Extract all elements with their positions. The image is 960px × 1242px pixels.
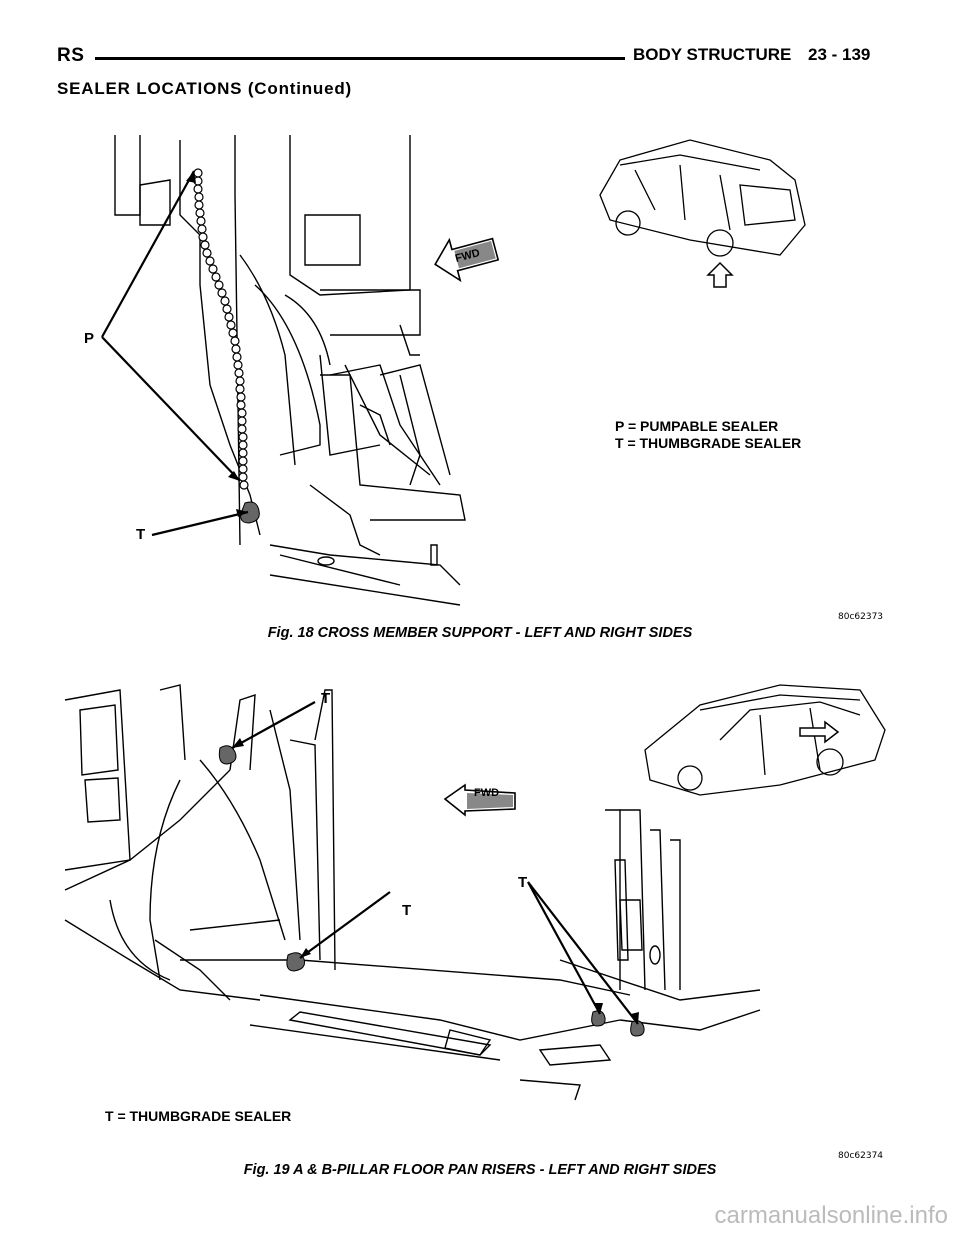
section-title: SEALER LOCATIONS (Continued) (57, 79, 353, 98)
figure-18-caption: Fig. 18 CROSS MEMBER SUPPORT - LEFT AND … (267, 625, 693, 641)
callout-t-b-pillar: T (518, 874, 528, 891)
vehicle-icon (599, 139, 806, 257)
callout-t: T (136, 526, 146, 543)
figure-code-19: 80c62374 (838, 1151, 884, 1161)
header-section-code: RS (57, 45, 85, 66)
figure-18-illustration (101, 135, 806, 606)
header-title: BODY STRUCTURE (633, 45, 792, 64)
legend-pumpable: P = PUMPABLE SEALER (615, 418, 779, 434)
callout-t-a-pillar-lower: T (402, 902, 412, 919)
page-number: 23 - 139 (808, 45, 871, 64)
figure-19-illustration (64, 684, 886, 1101)
up-arrow-icon (706, 261, 734, 288)
header-rule (95, 57, 625, 60)
fwd-label: FWD (474, 787, 500, 799)
figure-19-caption: Fig. 19 A & B-PILLAR FLOOR PAN RISERS - … (243, 1162, 717, 1178)
figure-code-18: 80c62373 (838, 612, 884, 622)
fwd-arrow-icon (443, 783, 516, 817)
legend-fig19-thumbgrade: T = THUMBGRADE SEALER (105, 1108, 292, 1124)
vehicle-icon (644, 684, 886, 796)
watermark: carmanualsonline.info (714, 1202, 948, 1229)
right-arrow-icon (799, 720, 840, 744)
legend-thumbgrade: T = THUMBGRADE SEALER (615, 435, 802, 451)
legend-fig18: P = PUMPABLE SEALER T = THUMBGRADE SEALE… (615, 418, 801, 452)
callout-t-a-pillar-upper: T (321, 690, 331, 707)
callout-p: P (84, 330, 95, 347)
fwd-arrow-icon (434, 237, 500, 283)
